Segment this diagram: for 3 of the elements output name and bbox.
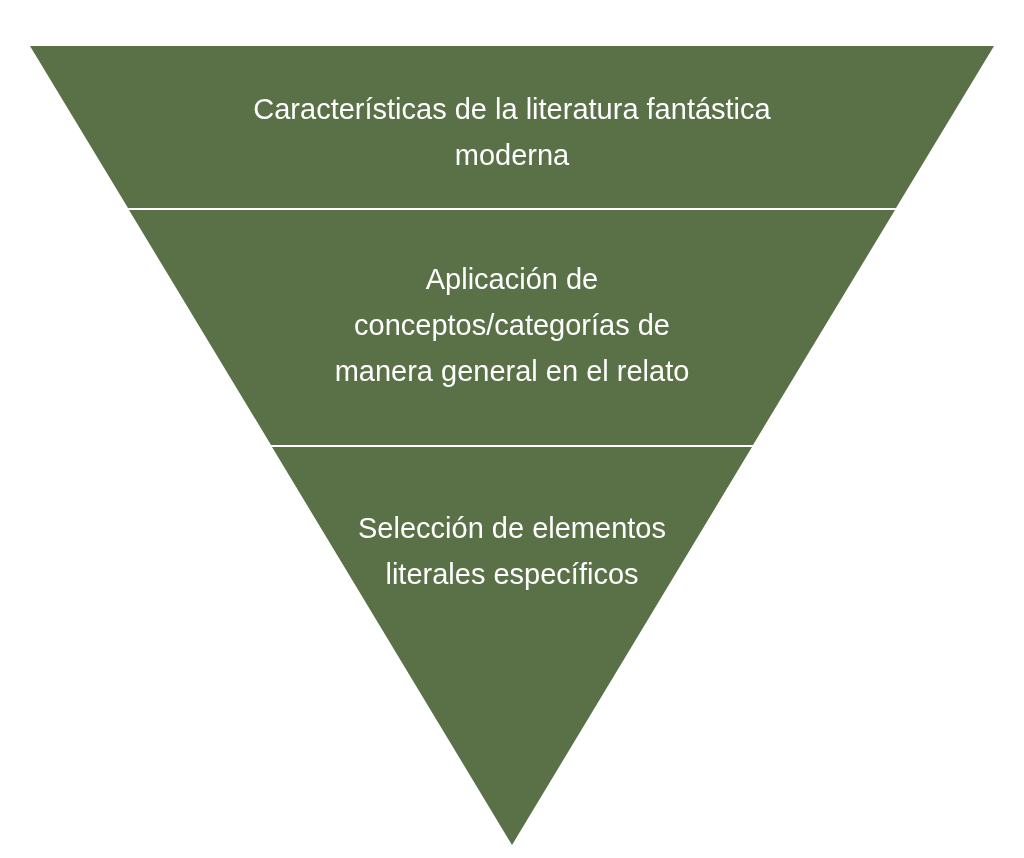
band-label: Aplicación de conceptos/categorías de manera general en el relato — [333, 262, 691, 389]
band-label: Características de la literatura fantástica moderna — [252, 92, 772, 173]
band-label: Selección de elementos literales específicos — [357, 511, 667, 592]
